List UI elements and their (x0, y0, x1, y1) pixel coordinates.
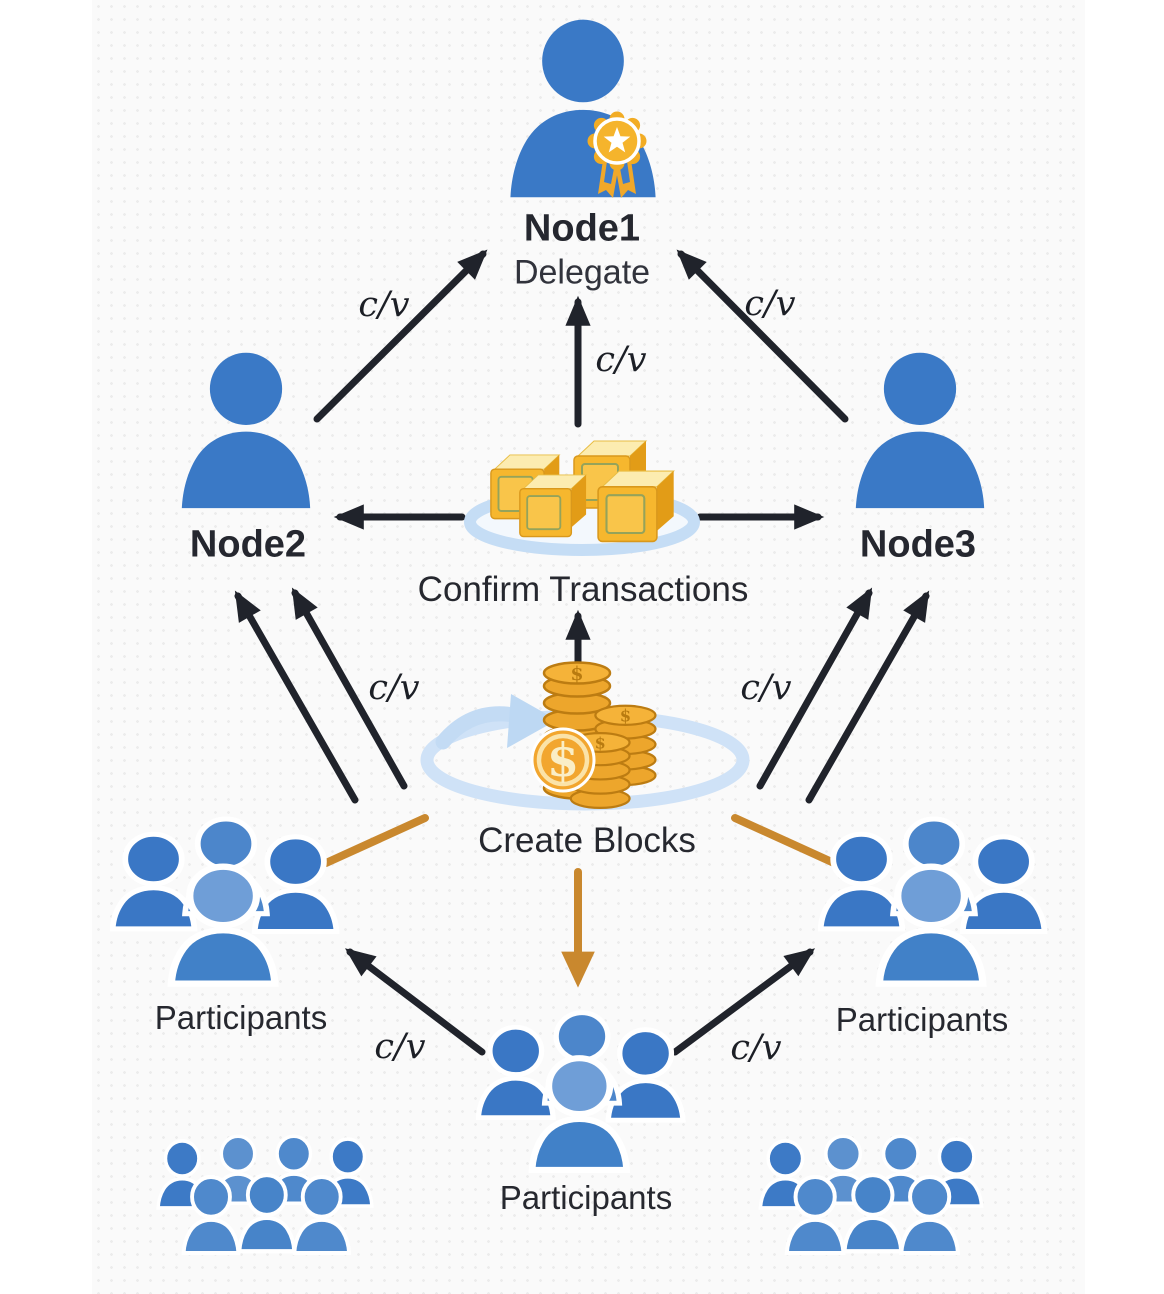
cv-label-center-right: c/v (730, 1028, 782, 1068)
participants-left-group-icon (110, 812, 342, 990)
confirm-transactions-blocks-icon (462, 430, 702, 568)
arrow-right-participants-to-node3-a (805, 590, 930, 804)
node1-role-label: Delegate (513, 253, 651, 292)
arrow-node3-to-node1 (676, 249, 849, 423)
crowd-left-icon (148, 1126, 382, 1268)
cv-label-blocks-node1: c/v (595, 340, 647, 380)
arrow-center-to-left-participants (344, 948, 486, 1056)
line-create-to-right-participants (731, 814, 838, 867)
confirm-transactions-label: Confirm Transactions (417, 570, 749, 609)
arrow-node2-to-node1 (313, 249, 488, 423)
arrow-right-participants-to-node3-b (756, 587, 873, 790)
node3-label: Node3 (859, 523, 977, 566)
participants-left-label: Participants (154, 999, 328, 1036)
node1-label: Node1 (523, 207, 641, 250)
node3-person-icon (855, 352, 985, 509)
participants-center-label: Participants (499, 1179, 673, 1216)
participants-center-group-icon (476, 1006, 688, 1176)
crowd-right-icon (750, 1126, 992, 1268)
participants-right-label: Participants (835, 1001, 1009, 1038)
node2-person-icon (181, 352, 311, 509)
line-create-to-left-participants (322, 814, 429, 867)
arrow-left-participants-to-node2-a (234, 590, 359, 804)
create-blocks-coins-icon (415, 658, 755, 813)
cv-label-node2-node1: c/v (358, 285, 410, 325)
node2-label: Node2 (189, 523, 307, 566)
cv-label-right-node3: c/v (740, 668, 792, 708)
cv-label-left-node2: c/v (368, 668, 420, 708)
cv-label-node3-node1: c/v (744, 284, 796, 324)
node1-person-icon (510, 19, 656, 198)
participants-right-group-icon (818, 812, 1050, 990)
create-blocks-label: Create Blocks (478, 821, 696, 860)
cv-label-center-left: c/v (374, 1027, 426, 1067)
delegate-award-badge-icon (585, 110, 649, 200)
arrow-center-to-right-participants (671, 948, 816, 1056)
dotted-background-panel (92, 0, 1085, 1294)
arrow-left-participants-to-node2-b (291, 587, 408, 790)
